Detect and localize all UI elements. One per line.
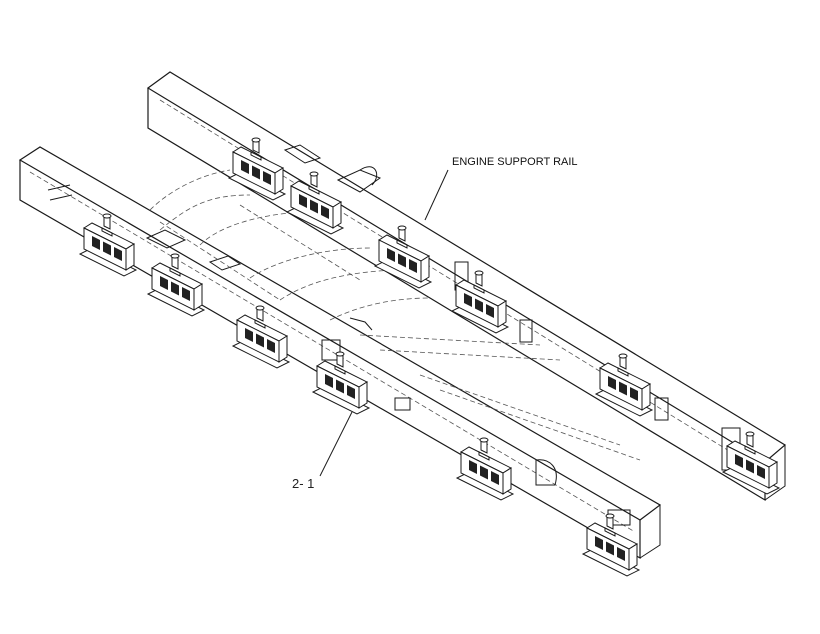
isolator-mount [311,351,371,415]
isolator-mount [594,353,654,417]
isolator-mount [373,225,433,289]
isolator-mount [450,270,510,334]
isolator-mount [231,305,291,369]
isolator-mounts [78,137,781,577]
isolator-mount [721,431,781,495]
isolator-mount [581,513,641,577]
callout-2-1-label: 2- 1 [292,476,314,491]
engine-support-rail-label: ENGINE SUPPORT RAIL [452,156,578,168]
isolator-mount [285,171,345,235]
isolator-mount [455,437,515,501]
isolator-mount [227,137,287,201]
cross-members [149,169,641,461]
isolator-mount [146,253,206,317]
isolator-mount [78,213,138,277]
engine-support-rail-leader [424,169,449,221]
callout-2-1-leader [319,411,353,477]
